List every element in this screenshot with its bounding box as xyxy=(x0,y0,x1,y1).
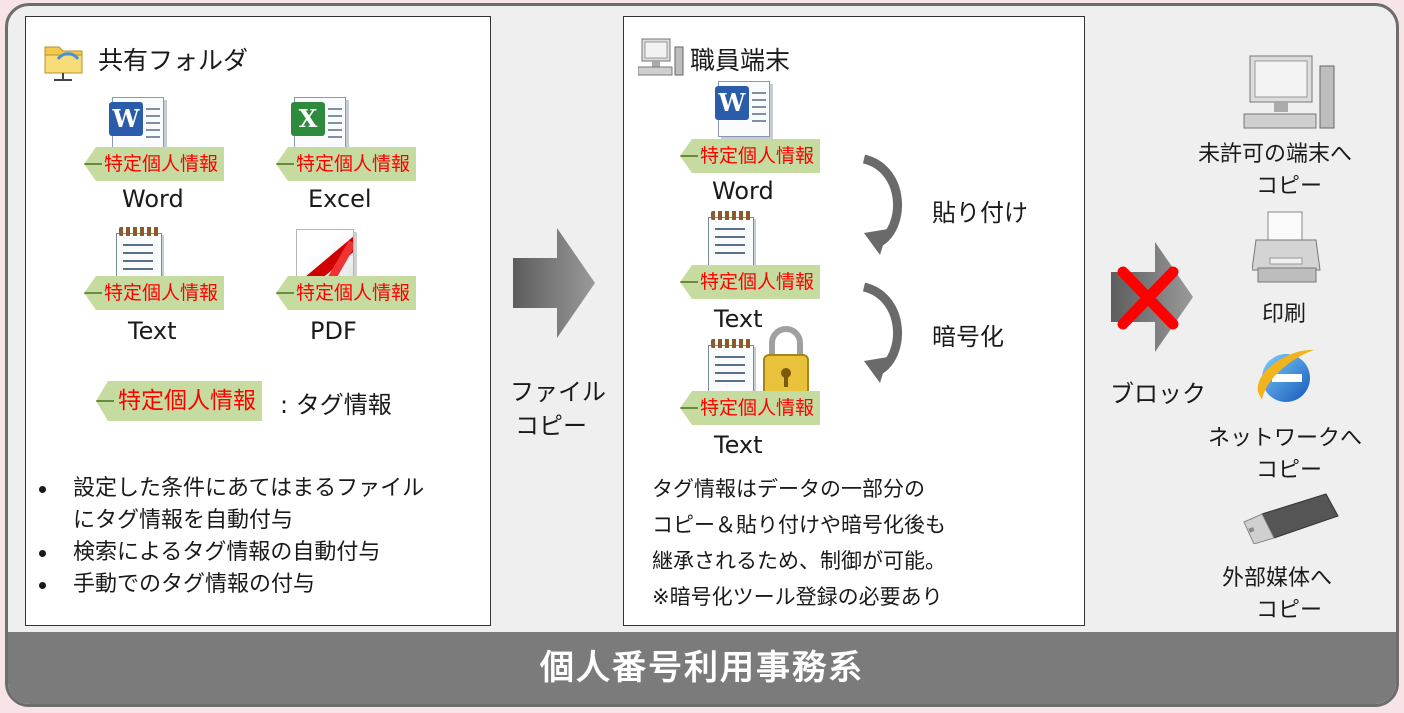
shared-folder-icon xyxy=(44,46,83,81)
file-label-pdf: PDF xyxy=(310,317,357,345)
personal-info-tag: 特定個人情報 xyxy=(84,147,225,181)
encrypt-curve-arrow xyxy=(862,282,902,383)
file-copy-arrow xyxy=(513,228,595,338)
internet-explorer-icon xyxy=(1257,349,1314,402)
block-arrow xyxy=(1111,242,1193,352)
personal-info-tag: 特定個人情報 xyxy=(276,276,417,310)
inheritance-note-1: タグ情報はデータの一部分の xyxy=(652,477,925,501)
feature-item: 設定した条件にあてはまるファイル にタグ情報を自動付与 xyxy=(28,473,488,537)
lock-icon xyxy=(763,326,809,398)
feature-list: 設定した条件にあてはまるファイル にタグ情報を自動付与 検索によるタグ情報の自動… xyxy=(28,473,488,601)
printer-icon xyxy=(1252,211,1321,283)
target-label-network-1: ネットワークへ xyxy=(1208,426,1363,451)
shared-folder-panel: 共有フォルダ W 特定個人情報 Word X 特定個人情報 Excel 特定個人… xyxy=(25,16,491,626)
personal-info-tag: 特定個人情報 xyxy=(680,265,821,299)
file-label-word: Word xyxy=(712,177,774,205)
file-label-text: Text xyxy=(714,431,763,459)
encrypt-label: 暗号化 xyxy=(932,323,1004,351)
target-label-terminal-1: 未許可の端末へ xyxy=(1198,142,1353,167)
personal-info-tag: 特定個人情報 xyxy=(680,391,821,425)
target-label-terminal-2: コピー xyxy=(1256,174,1323,199)
target-label-print: 印刷 xyxy=(1262,302,1307,327)
file-label-word: Word xyxy=(122,185,184,213)
block-label: ブロック xyxy=(1110,380,1206,408)
staff-terminal-title: 職員端末 xyxy=(690,46,791,75)
file-copy-label-1: ファイル xyxy=(510,378,606,406)
system-frame: 共有フォルダ W 特定個人情報 Word X 特定個人情報 Excel 特定個人… xyxy=(5,3,1399,707)
staff-terminal-panel: 職員端末 W 特定個人情報 Word 特定個人情報 Text 特定個人情報 Te… xyxy=(623,16,1085,626)
word-file-icon: W xyxy=(715,81,770,137)
computer-icon xyxy=(638,38,684,76)
feature-item: 検索によるタグ情報の自動付与 xyxy=(28,537,488,569)
personal-info-tag: 特定個人情報 xyxy=(84,276,225,310)
feature-item: 手動でのタグ情報の付与 xyxy=(28,569,488,601)
personal-info-tag: 特定個人情報 xyxy=(276,147,417,181)
system-title: 個人番号利用事務系 xyxy=(8,632,1396,704)
file-label-text: Text xyxy=(128,317,177,345)
inheritance-note-2: コピー＆貼り付けや暗号化後も xyxy=(652,513,946,537)
legend-description: : タグ情報 xyxy=(280,391,392,419)
inheritance-note-4: ※暗号化ツール登録の必要あり xyxy=(652,585,943,609)
shared-folder-title: 共有フォルダ xyxy=(98,46,249,75)
paste-curve-arrow xyxy=(862,154,902,255)
file-copy-label-2: コピー xyxy=(515,412,587,440)
paste-label: 貼り付け xyxy=(932,199,1028,227)
text-file-icon xyxy=(708,211,754,271)
inheritance-note-3: 継承されるため、制御が可能。 xyxy=(652,549,946,573)
file-label-excel: Excel xyxy=(308,185,372,213)
personal-info-tag: 特定個人情報 xyxy=(680,139,821,173)
computer-icon xyxy=(1243,55,1335,129)
file-label-text: Text xyxy=(714,305,763,333)
target-label-external-2: コピー xyxy=(1256,598,1323,623)
text-file-icon xyxy=(708,339,754,399)
target-label-network-2: コピー xyxy=(1256,458,1323,483)
usb-drive-icon xyxy=(1243,493,1339,544)
word-file-icon: W xyxy=(109,97,164,153)
target-label-external-1: 外部媒体へ xyxy=(1222,566,1333,591)
excel-file-icon: X xyxy=(291,97,346,153)
legend-tag: 特定個人情報 xyxy=(96,381,262,421)
